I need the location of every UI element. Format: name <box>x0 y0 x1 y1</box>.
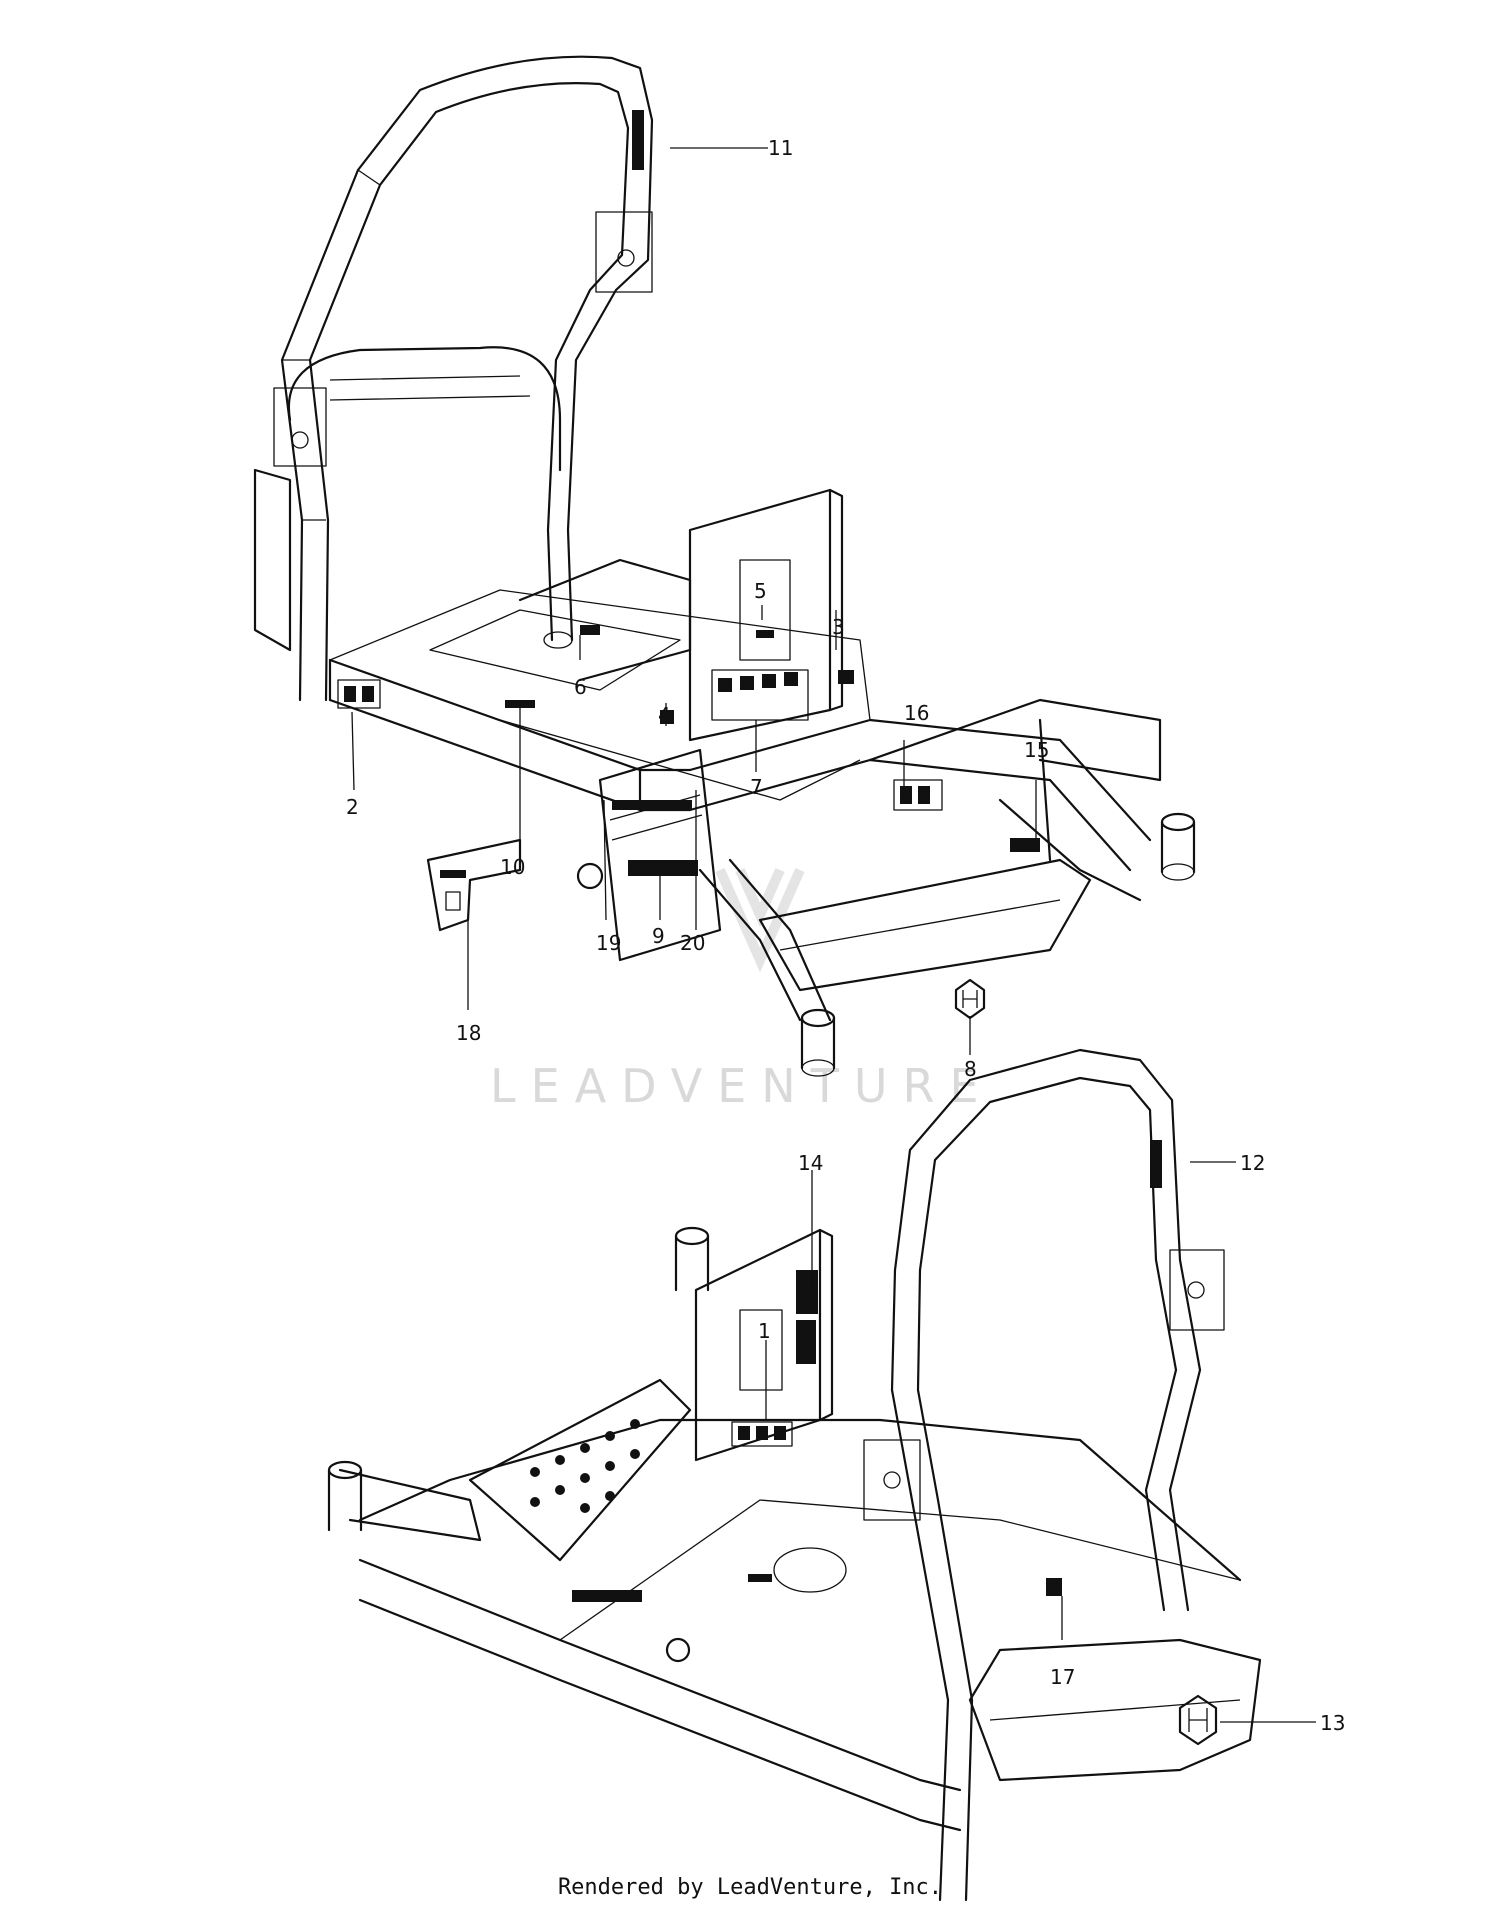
leader-lines <box>351 147 1316 1723</box>
front-h-logo-icon <box>954 978 986 1020</box>
callout-5: 5 <box>754 579 767 603</box>
top-frame-assembly <box>253 55 1196 1077</box>
footer-credit: Rendered by LeadVenture, Inc. <box>557 1875 943 1900</box>
rollbar-decal-icon <box>632 110 644 170</box>
callouts: 11 12 2 3 4 5 6 7 8 9 10 15 16 18 19 20 … <box>346 136 1345 1735</box>
seat-plate-decal-icon <box>756 630 774 638</box>
loose-decal-part <box>426 838 522 932</box>
bottom-decal-strip-icon <box>731 1421 793 1447</box>
control-panel-decal-icon <box>612 800 692 810</box>
callout-10: 10 <box>500 855 525 879</box>
callout-19: 19 <box>596 931 621 955</box>
callout-20: 20 <box>680 931 705 955</box>
callout-18: 18 <box>456 1021 481 1045</box>
front-panel-decal-icon <box>900 786 912 804</box>
callout-15: 15 <box>1024 738 1049 762</box>
watermark: LEADVENTURE <box>490 867 994 1113</box>
callout-7: 7 <box>750 775 763 799</box>
seat-plate-decal-panel-icon <box>796 1270 818 1364</box>
callout-6: 6 <box>574 675 587 699</box>
bottom-frame-assembly <box>327 1048 1262 1902</box>
callout-14: 14 <box>798 1151 823 1175</box>
rear-h-logo-icon <box>1178 1694 1218 1746</box>
husqvarna-side-decal-icon <box>628 860 698 876</box>
callout-1: 1 <box>758 1319 771 1343</box>
model-decal-icon <box>1010 838 1040 852</box>
callout-2: 2 <box>346 795 359 819</box>
callout-4: 4 <box>658 703 671 727</box>
callout-17: 17 <box>1050 1665 1075 1689</box>
rear-warning-decal-icon <box>344 686 356 702</box>
callout-13: 13 <box>1320 1711 1345 1735</box>
warning-decal-strip-icon <box>711 669 809 721</box>
small-frame-decal-icon <box>1046 1578 1062 1596</box>
callout-3: 3 <box>832 615 845 639</box>
watermark-text: LEADVENTURE <box>490 1059 994 1113</box>
footrest-holes-icon <box>530 1419 640 1513</box>
watermark-logo-icon <box>715 867 805 973</box>
callout-12: 12 <box>1240 1151 1265 1175</box>
rollbar-decal-2-icon <box>1150 1140 1162 1188</box>
callout-16: 16 <box>904 701 929 725</box>
callout-11: 11 <box>768 136 793 160</box>
callout-8: 8 <box>964 1057 977 1081</box>
fuel-cap-decal-icon <box>580 625 600 635</box>
husqvarna-side-decal-2-icon <box>572 1590 642 1602</box>
callout-9: 9 <box>652 924 665 948</box>
